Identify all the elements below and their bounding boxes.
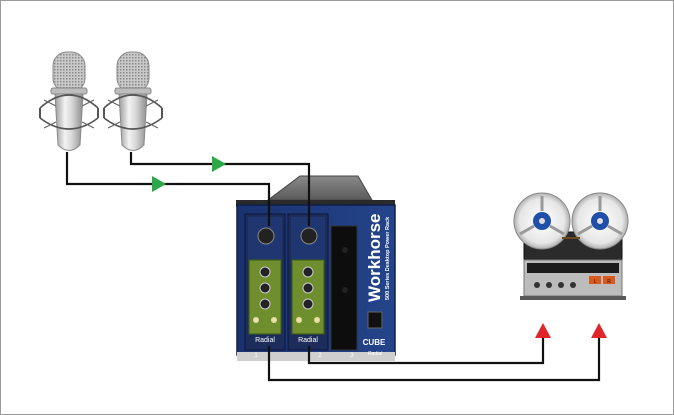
reel-to-reel-recorder: L R [513, 192, 629, 300]
rack-brand-label: Workhorse [365, 214, 384, 303]
radial-logo: Radial [368, 351, 383, 357]
vu-meter-right [603, 276, 615, 284]
tape-reel-left [513, 192, 571, 250]
rack-subtitle: 500 Series Desktop Power Rack [385, 216, 391, 300]
vu-meter-left [589, 276, 601, 284]
arrow-up-icon [535, 323, 551, 338]
vu-label-left: L [594, 279, 597, 285]
slot-number-3: 3 [350, 353, 354, 359]
module-1-brand: Radial [255, 337, 275, 344]
arrow-right-icon [212, 156, 226, 172]
condenser-microphone-1 [39, 51, 99, 151]
slot-number-2: 2 [318, 353, 322, 359]
condenser-microphone-2 [103, 51, 163, 151]
vu-label-right: R [607, 279, 611, 285]
cable-mic1-to-slot1 [65, 152, 271, 226]
module-2-brand: Radial [298, 337, 318, 344]
tape-reel-right [571, 192, 629, 250]
cable-slot1-to-recorder [267, 325, 601, 382]
rack-model-label: CUBE [363, 338, 386, 347]
signal-arrows [152, 156, 607, 338]
module-slot-3-empty: 3 [330, 225, 358, 359]
arrow-right-icon [152, 176, 166, 192]
power-switch [367, 311, 383, 329]
module-slot-1: Radial 1 [244, 213, 286, 359]
arrow-up-icon [591, 323, 607, 338]
slot-number-1: 1 [254, 353, 258, 359]
cable-slot2-to-recorder [307, 325, 545, 365]
module-slot-2: Radial 2 [287, 213, 329, 359]
workhorse-cube-rack: Radial 1 Radial 2 3 Workhorse 500 Series… [236, 175, 396, 361]
